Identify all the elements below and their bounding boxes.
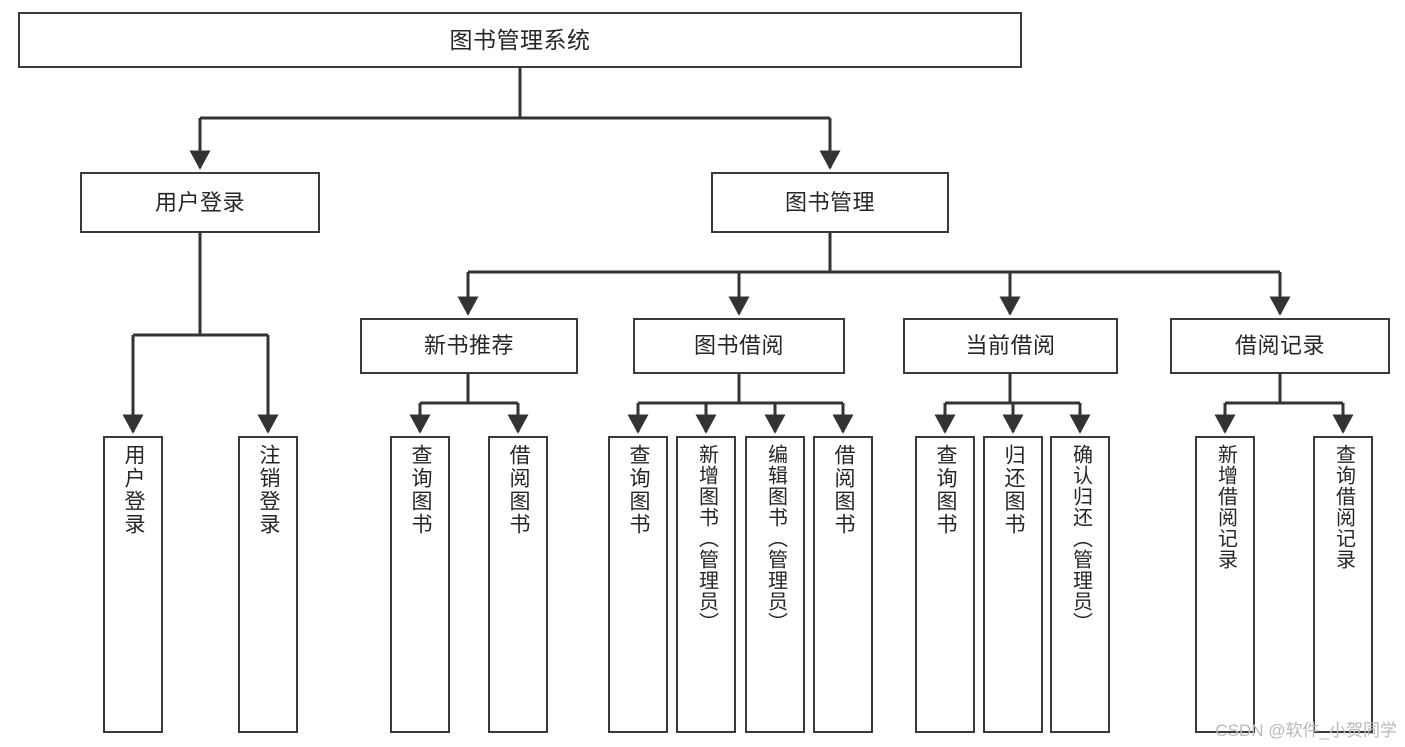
- node-root-system[interactable]: 图书管理系统: [18, 12, 1022, 68]
- node-label: 查询借阅记录: [1332, 444, 1355, 570]
- node-label: 查询图书: [934, 444, 958, 536]
- watermark-text: CSDN @软件_小贺同学: [1215, 721, 1397, 740]
- leaf-book-borrow-borrow[interactable]: 借阅图书: [813, 436, 873, 733]
- node-label: 图书管理: [784, 189, 875, 215]
- leaf-user-login-logout[interactable]: 注销登录: [238, 436, 298, 733]
- node-label: 借阅记录: [1234, 333, 1325, 359]
- node-current-borrow[interactable]: 当前借阅: [903, 318, 1118, 374]
- node-label: 注销登录: [257, 444, 281, 536]
- leaf-book-borrow-edit[interactable]: 编辑图书（管理员）: [745, 436, 805, 733]
- node-borrow-record[interactable]: 借阅记录: [1170, 318, 1390, 374]
- node-label: 确认归还（管理员）: [1069, 444, 1092, 633]
- leaf-book-borrow-add[interactable]: 新增图书（管理员）: [676, 436, 736, 733]
- node-label: 新书推荐: [423, 333, 514, 359]
- node-label: 查询图书: [409, 444, 433, 536]
- node-label: 编辑图书（管理员）: [764, 444, 787, 633]
- node-label: 借阅图书: [507, 444, 531, 536]
- node-label: 借阅图书: [832, 444, 856, 536]
- node-user-login[interactable]: 用户登录: [80, 172, 320, 233]
- node-label: 用户登录: [154, 189, 245, 215]
- leaf-book-borrow-query[interactable]: 查询图书: [608, 436, 668, 733]
- node-new-book-recommend[interactable]: 新书推荐: [360, 318, 578, 374]
- leaf-borrow-record-add[interactable]: 新增借阅记录: [1195, 436, 1255, 733]
- node-label: 图书借阅: [693, 333, 784, 359]
- leaf-borrow-record-query[interactable]: 查询借阅记录: [1313, 436, 1373, 733]
- node-label: 查询图书: [627, 444, 651, 536]
- leaf-user-login-login[interactable]: 用户登录: [103, 436, 163, 733]
- node-label: 新增借阅记录: [1214, 444, 1237, 570]
- node-book-borrow[interactable]: 图书借阅: [633, 318, 845, 374]
- leaf-new-book-borrow[interactable]: 借阅图书: [488, 436, 548, 733]
- leaf-new-book-query[interactable]: 查询图书: [390, 436, 450, 733]
- leaf-current-borrow-return[interactable]: 归还图书: [983, 436, 1043, 733]
- node-book-management[interactable]: 图书管理: [711, 172, 949, 233]
- leaf-current-borrow-query[interactable]: 查询图书: [915, 436, 975, 733]
- node-label: 当前借阅: [965, 333, 1056, 359]
- node-label: 新增图书（管理员）: [695, 444, 718, 633]
- node-label: 用户登录: [122, 444, 146, 536]
- leaf-current-borrow-confirm-return[interactable]: 确认归还（管理员）: [1050, 436, 1110, 733]
- node-label: 归还图书: [1002, 444, 1026, 536]
- node-label: 图书管理系统: [449, 26, 591, 53]
